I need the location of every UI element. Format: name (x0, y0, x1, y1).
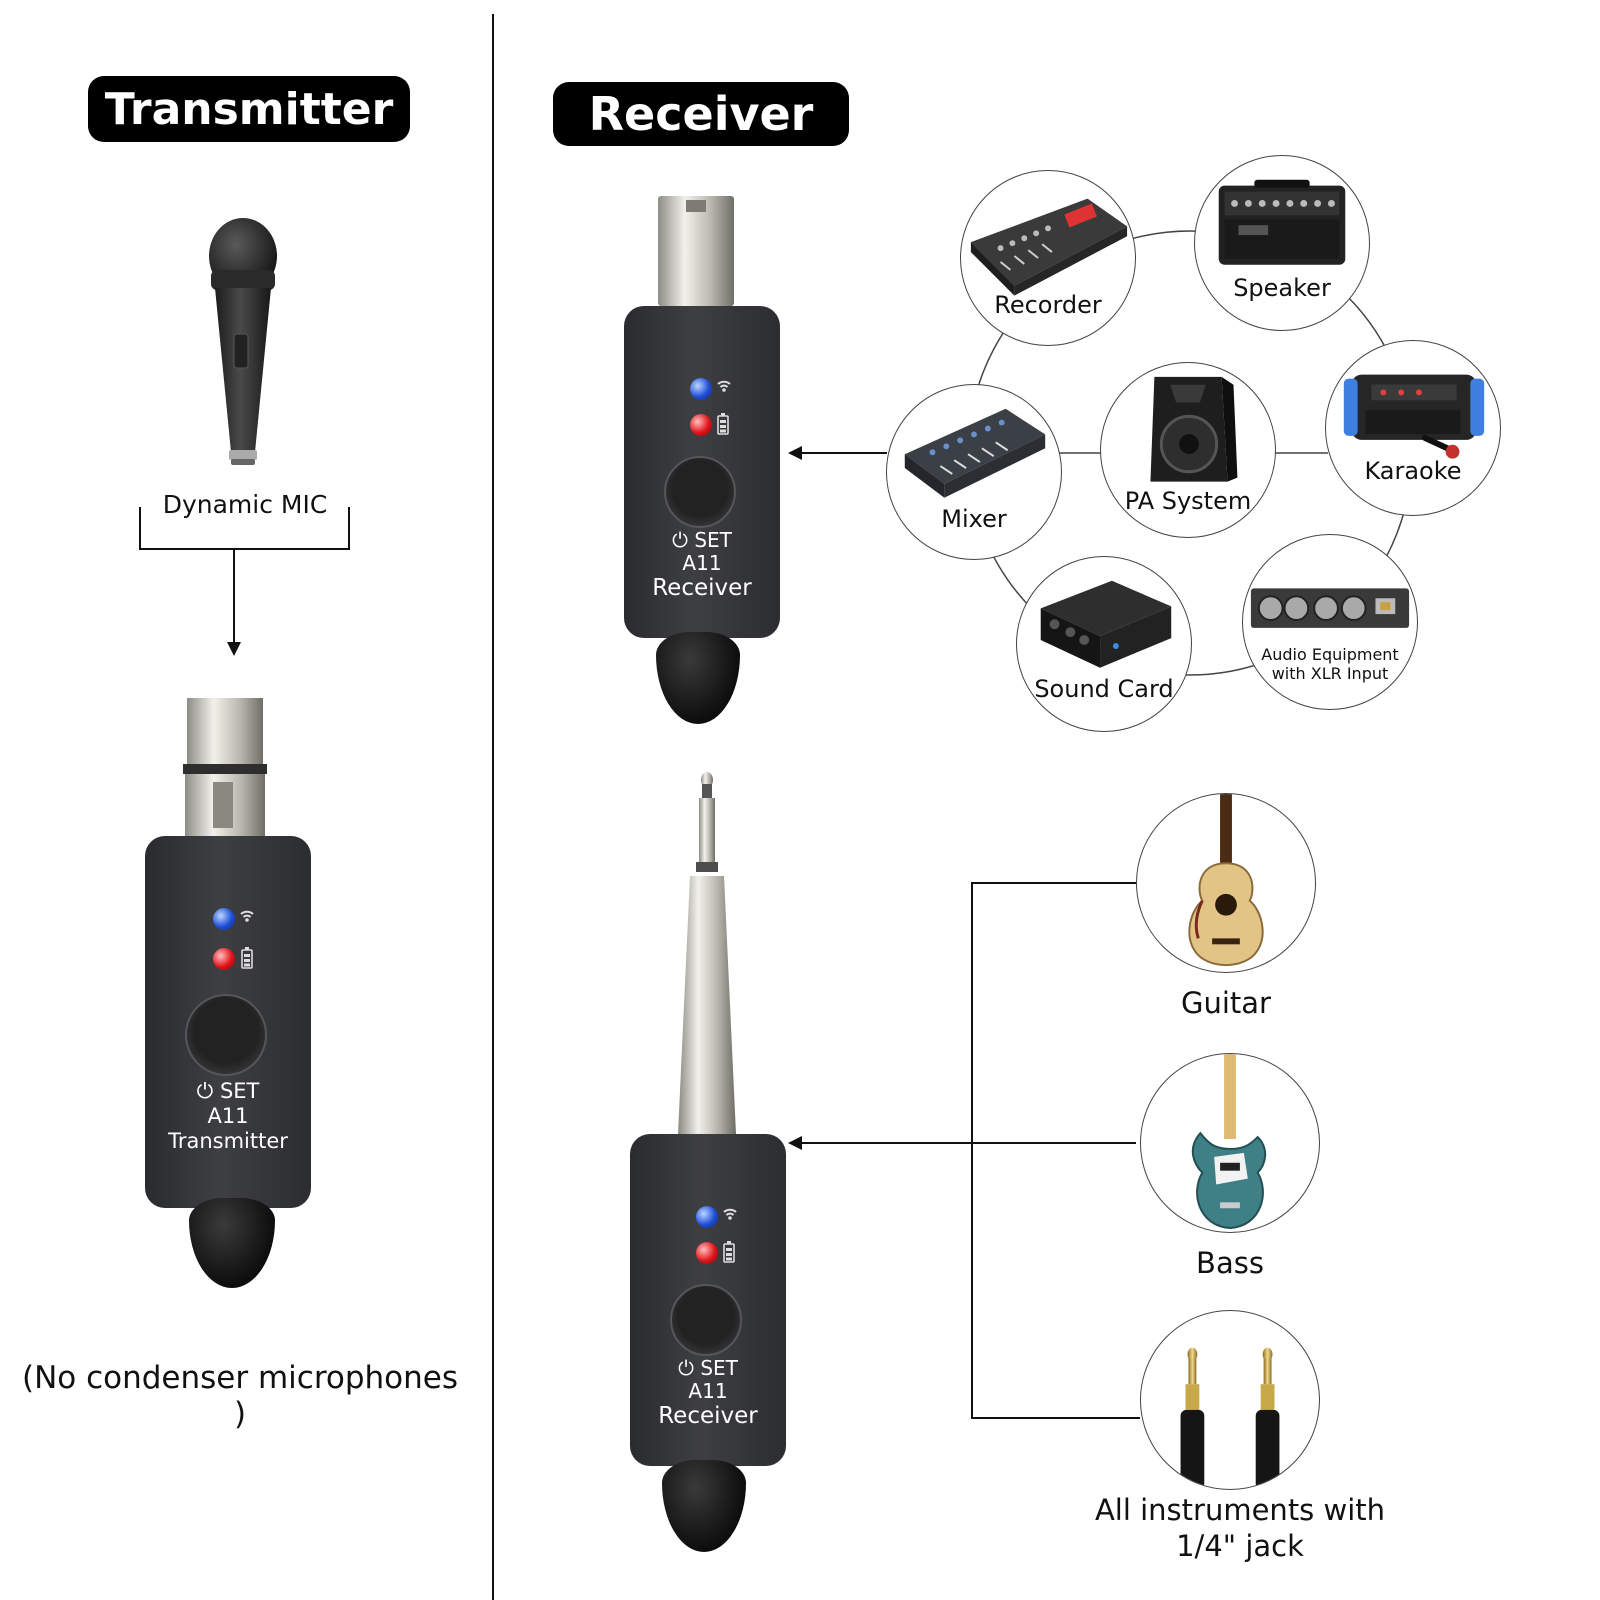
transmitter-title: Transmitter (88, 76, 410, 142)
equipment-label: Audio Equipment with XLR Input (1261, 645, 1399, 684)
equipment-pa-system: PA System (1100, 362, 1276, 538)
dynamic-microphone-icon (209, 218, 277, 465)
power-led (696, 1242, 718, 1264)
instrument-label: Guitar (1181, 986, 1271, 1020)
set-power-button[interactable] (185, 994, 267, 1076)
power-icon: ⏻ (196, 1079, 214, 1103)
pairing-led (696, 1206, 718, 1228)
speaker-amp-icon (1218, 179, 1346, 265)
model-label: A11 (207, 1104, 249, 1128)
set-label: SET (700, 1356, 738, 1380)
jack-receiver-device: ⏻ SET A11 Receiver (630, 772, 786, 1552)
equipment-xlr-audio: Audio Equipment with XLR Input (1242, 534, 1418, 710)
quarter-inch-jack-adapter-icon (678, 772, 736, 1134)
instrument-label: Bass (1196, 1246, 1264, 1280)
equipment-label: Recorder (994, 291, 1102, 319)
karaoke-icon (1343, 374, 1485, 459)
power-led (213, 948, 235, 970)
model-label: A11 (688, 1379, 728, 1403)
instrument-bracket (971, 882, 1140, 1419)
recorder-icon (970, 198, 1128, 296)
model-label: A11 (682, 551, 722, 575)
xlr-receiver-device: ⏻ SET A11 Receiver (624, 196, 780, 724)
pairing-led (213, 908, 235, 930)
power-led (690, 414, 712, 436)
instrument-guitar (1136, 793, 1316, 973)
device-name-label: Receiver (652, 575, 752, 601)
equipment-label: Sound Card (1034, 675, 1174, 703)
equipment-recorder: Recorder (960, 170, 1136, 346)
equipment-label: PA System (1124, 487, 1252, 515)
jack-cables-icon (1180, 1347, 1280, 1489)
equipment-karaoke: Karaoke (1325, 340, 1501, 516)
transmitter-device: ⏻ SET A11 Transmitter (145, 698, 311, 1288)
acoustic-guitar-icon (1188, 794, 1264, 967)
set-label: SET (219, 1079, 260, 1103)
battery-icon (723, 1241, 735, 1267)
receiver-title: Receiver (553, 82, 849, 146)
sound-card-icon (1040, 580, 1172, 668)
set-label: SET (694, 528, 732, 552)
condenser-note: (No condenser microphones ) (21, 1360, 459, 1432)
set-power-button[interactable] (670, 1284, 742, 1356)
equipment-speaker: Speaker (1194, 155, 1370, 331)
pairing-led (690, 378, 712, 400)
equipment-mixer: Mixer (886, 384, 1062, 560)
power-icon: ⏻ (678, 1356, 694, 1380)
set-power-button[interactable] (664, 456, 736, 528)
equipment-label: Karaoke (1364, 457, 1462, 485)
instrument-label: All instruments with 1/4" jack (1094, 1493, 1386, 1564)
equipment-sound-card: Sound Card (1016, 556, 1192, 732)
equipment-label: Speaker (1233, 274, 1331, 302)
device-name-label: Receiver (658, 1403, 758, 1429)
equipment-label: Mixer (941, 505, 1007, 533)
xlr-male-connector-icon (658, 196, 734, 306)
xlr-panel-icon (1250, 588, 1410, 628)
pa-speaker-icon (1150, 376, 1238, 482)
wireless-icon (716, 376, 732, 398)
bass-guitar-icon (1191, 1054, 1267, 1230)
instrument-bass (1140, 1053, 1320, 1233)
wireless-icon (239, 906, 255, 928)
battery-icon (241, 947, 253, 973)
mixer-icon (904, 408, 1046, 498)
xlr-female-connector-icon (183, 698, 267, 836)
wireless-icon (722, 1204, 738, 1226)
battery-icon (717, 413, 729, 439)
device-name-label: Transmitter (168, 1129, 288, 1153)
instrument-jack-cables (1140, 1310, 1320, 1490)
power-icon: ⏻ (672, 528, 688, 552)
mic-bracket (139, 507, 350, 550)
mic-label: Dynamic MIC (162, 490, 328, 519)
